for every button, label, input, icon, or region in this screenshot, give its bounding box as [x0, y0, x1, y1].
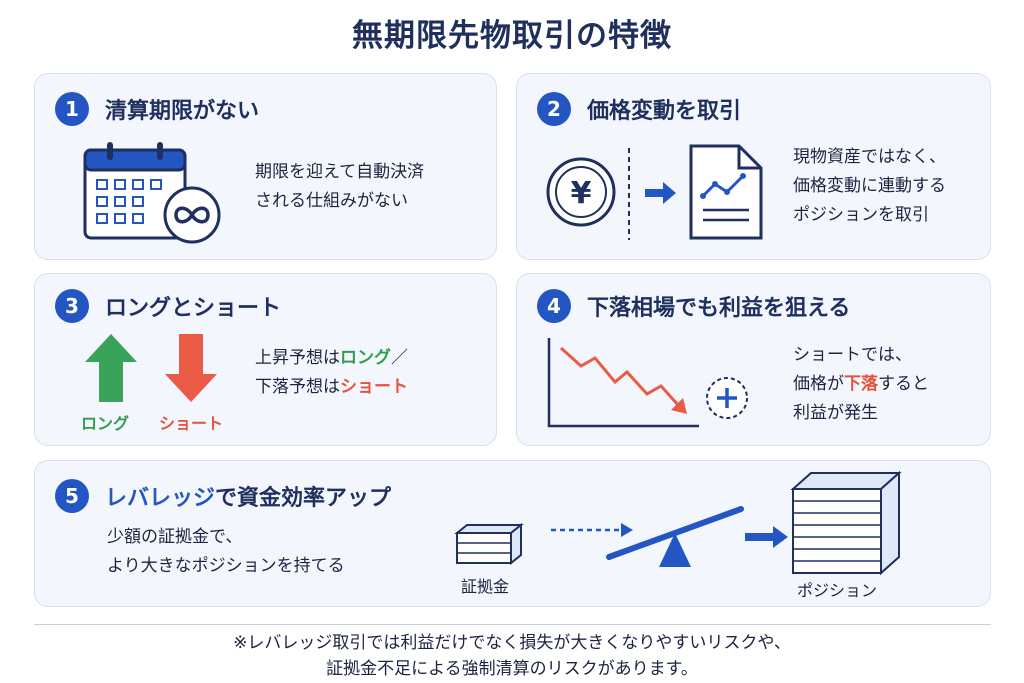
- card-desc-no-expiry: 期限を迎えて自動決済 される仕組みがない: [255, 162, 425, 211]
- infinity-icon: [163, 186, 221, 244]
- yen-coin-icon: ¥: [546, 157, 616, 227]
- card-title-profit-in-downtrend: 下落相場でも利益を狙える: [587, 296, 851, 321]
- calendar-icon: [83, 142, 187, 240]
- card-title-leverage: レバレッジで資金効率アップ: [105, 486, 392, 511]
- price-chart-document-icon: [689, 144, 763, 240]
- short-label: ショート: [159, 414, 224, 433]
- step-number-5: 5: [55, 479, 89, 513]
- card-desc-long-short: 上昇予想はロング／ 下落予想はショート: [255, 348, 408, 397]
- step-number-1: 1: [55, 92, 89, 126]
- feature-card-leverage: 5 レバレッジで資金効率アップ 少額の証拠金で、 より大きなポジションを持てる …: [34, 460, 991, 607]
- seesaw-icon: [606, 506, 744, 567]
- footnote-line-2: 証拠金不足による強制清算のリスクがあります。: [326, 659, 698, 679]
- feature-card-no-expiry: 1 清算期限がない 期限を迎えて自動決済 される仕組みがない: [34, 73, 497, 260]
- card-title-price-movement: 価格変動を取引: [587, 99, 742, 124]
- step-number-2: 2: [537, 92, 571, 126]
- up-arrow-icon: [85, 334, 137, 402]
- long-label: ロング: [81, 414, 130, 433]
- footnote-line-1: ※レバレッジ取引では利益だけでなく損失が大きくなりやすいリスクや、: [233, 633, 791, 653]
- step-number-3: 3: [55, 289, 89, 323]
- page-title: 無期限先物取引の特徴: [352, 18, 672, 54]
- margin-stack-icon: [454, 522, 524, 566]
- card-title-long-short: ロングとショート: [105, 296, 282, 321]
- dashed-arrow-icon: [551, 523, 633, 537]
- card-title-no-expiry: 清算期限がない: [105, 99, 260, 124]
- margin-label: 証拠金: [461, 577, 510, 596]
- step-number-4: 4: [537, 289, 571, 323]
- feature-card-long-short: 3 ロングとショート ロング ショート 上昇予想はロング／ 下落予想はショート: [34, 273, 497, 446]
- feature-card-price-movement: 2 価格変動を取引 ¥ 現物資産ではなく、 価格変動に連動する ポジションを取引: [516, 73, 991, 260]
- card-desc-leverage: 少額の証拠金で、 より大きなポジションを持てる: [107, 527, 345, 576]
- arrow-right-icon: [645, 182, 676, 204]
- feature-card-profit-in-downtrend: 4 下落相場でも利益を狙える ショートでは、 価格が下落すると 利益が発生: [516, 273, 991, 446]
- svg-text:¥: ¥: [571, 176, 592, 211]
- position-label: ポジション: [797, 581, 878, 600]
- dashed-divider: [628, 148, 630, 240]
- card-desc-price-movement: 現物資産ではなく、 価格変動に連動する ポジションを取引: [793, 147, 946, 225]
- card-desc-profit-in-downtrend: ショートでは、 価格が下落すると 利益が発生: [793, 345, 929, 423]
- down-arrow-icon: [165, 334, 217, 402]
- footnote-divider: [34, 624, 991, 625]
- arrow-right-icon: [745, 526, 788, 548]
- position-stack-icon: [790, 470, 902, 576]
- falling-chart-icon: [547, 338, 699, 428]
- plus-circle-icon: [706, 377, 748, 419]
